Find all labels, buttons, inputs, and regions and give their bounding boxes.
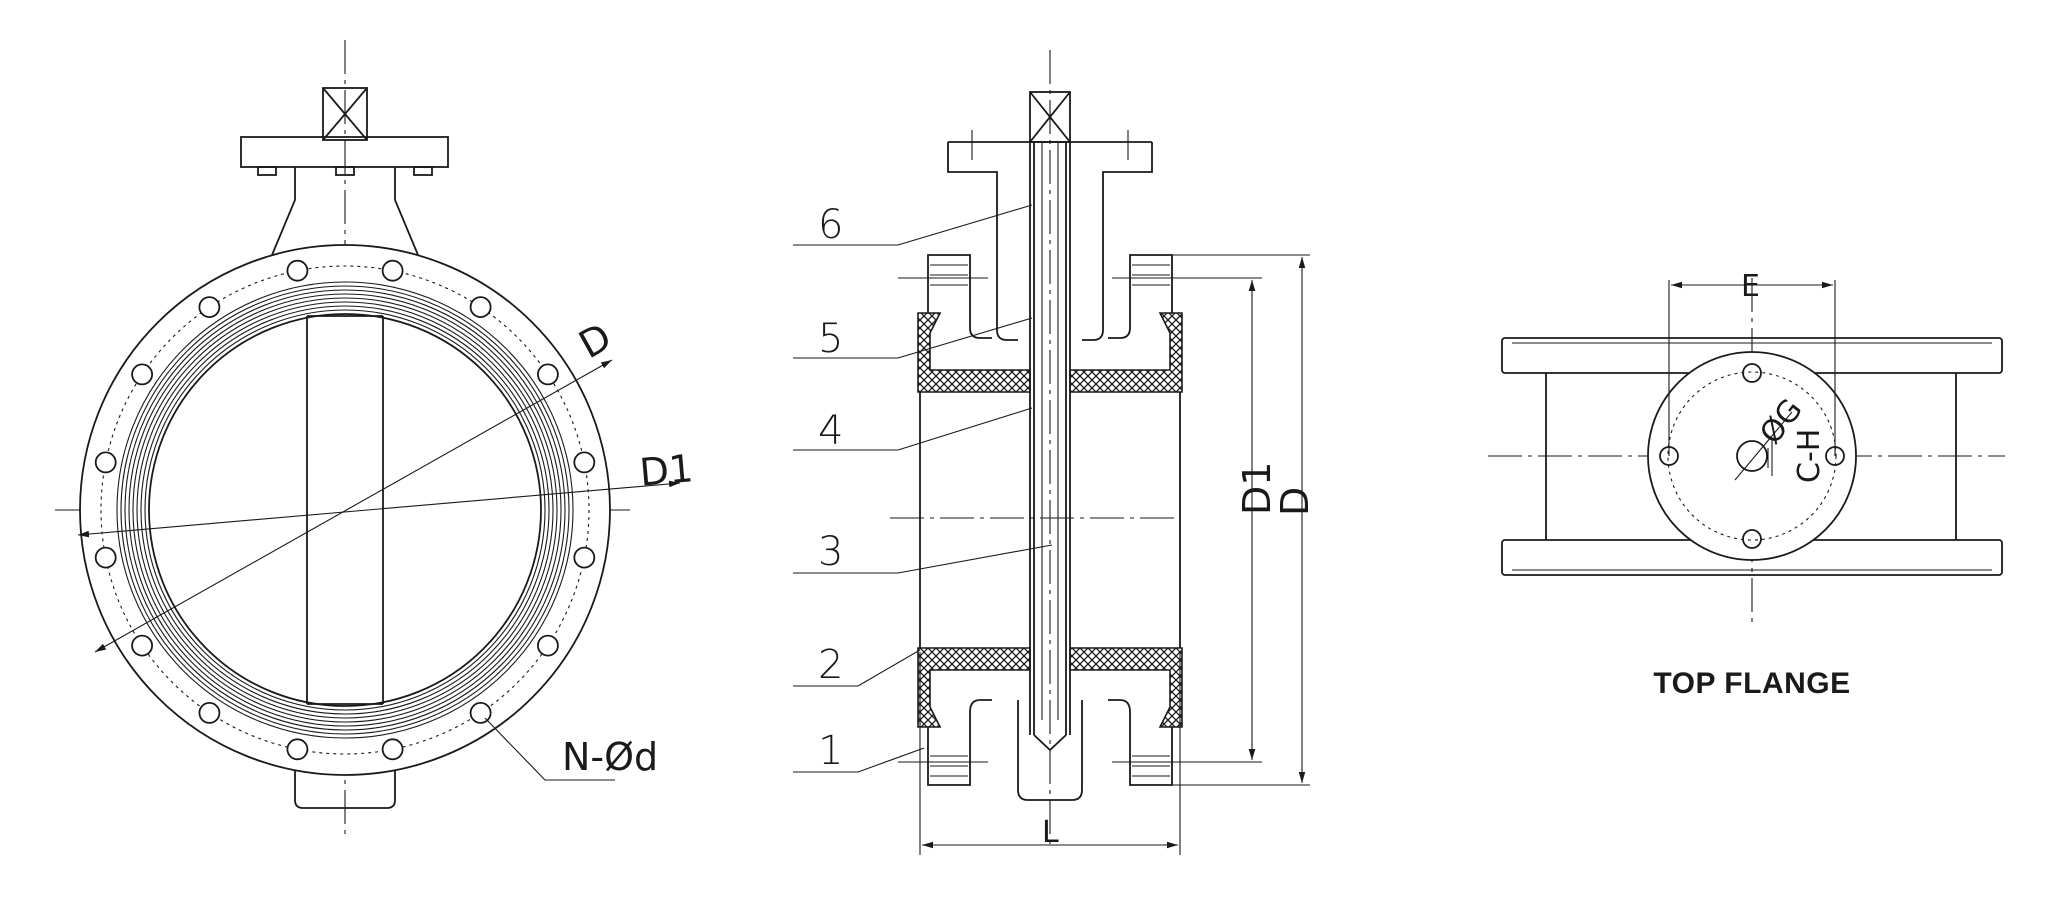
part-number-4: 4 [818, 408, 843, 454]
holes-leader: N-Ød [484, 717, 658, 781]
front-bottom-boss [294, 770, 396, 809]
label-E: E [1741, 269, 1760, 304]
bolt-hole [198, 296, 221, 319]
part-number-3: 3 [818, 529, 843, 575]
part-5-callout: 5 [793, 316, 1033, 362]
part-number-2: 2 [818, 642, 843, 688]
front-top-flange [240, 87, 449, 256]
flange-outer-circle [79, 244, 611, 776]
bolt-hole [94, 451, 117, 474]
bolt-hole [537, 363, 559, 386]
bolt-hole [286, 738, 309, 761]
part-6-callout: 6 [793, 202, 1033, 248]
part-2-callout: 2 [793, 642, 921, 688]
bolt-hole [131, 634, 154, 657]
dimension-D1-side: D1 [1180, 277, 1279, 763]
bolt-hole [381, 259, 404, 282]
part-3-callout: 3 [793, 529, 1053, 575]
part-number-leaders: 6 5 4 3 2 [793, 202, 1053, 774]
part-number-6: 6 [818, 202, 843, 248]
bolt-hole [573, 546, 596, 569]
dimension-E: E [1668, 269, 1836, 456]
rubber-seat [917, 312, 1183, 728]
tf-round-flange [1647, 351, 1857, 561]
stem-and-disc [1029, 142, 1071, 752]
tf-shaft [1734, 411, 1793, 481]
label-C-H: C-H [1792, 429, 1827, 483]
side-top-flange [947, 91, 1153, 341]
top-flange-view: ØG C-H E TOP FLANGE [1488, 269, 2005, 700]
side-view: L D1 D 6 5 [793, 50, 1317, 855]
part-1-callout: 1 [793, 728, 925, 774]
valve-body-outline [919, 388, 1181, 652]
top-flange-title: TOP FLANGE [1653, 667, 1850, 700]
dimension-L: L [919, 652, 1181, 855]
bolt-hole [131, 363, 154, 386]
dimension-D-side: D [1172, 254, 1317, 786]
bolt-hole [94, 546, 117, 569]
label-L: L [1042, 815, 1059, 850]
side-top-lugs [898, 254, 1255, 339]
label-D-side: D [1273, 487, 1317, 516]
label-N-Od: N-Ød [562, 735, 658, 779]
bolt-hole [286, 259, 309, 282]
label-D1: D1 [638, 446, 695, 494]
front-view: D D1 N-Ød [55, 40, 695, 835]
part-4-callout: 4 [793, 407, 1033, 454]
bolt-hole [537, 634, 559, 657]
dimension-D1: D1 [77, 446, 695, 538]
bolt-hole [381, 738, 404, 761]
tf-bolt-circle [1667, 371, 1837, 541]
bolt-hole [573, 451, 596, 474]
part-number-1: 1 [818, 728, 843, 774]
label-D1-side: D1 [1235, 462, 1279, 515]
label-D: D [572, 314, 619, 367]
bolt-hole [469, 296, 492, 319]
bolt-hole [198, 702, 221, 724]
part-number-5: 5 [818, 316, 843, 362]
